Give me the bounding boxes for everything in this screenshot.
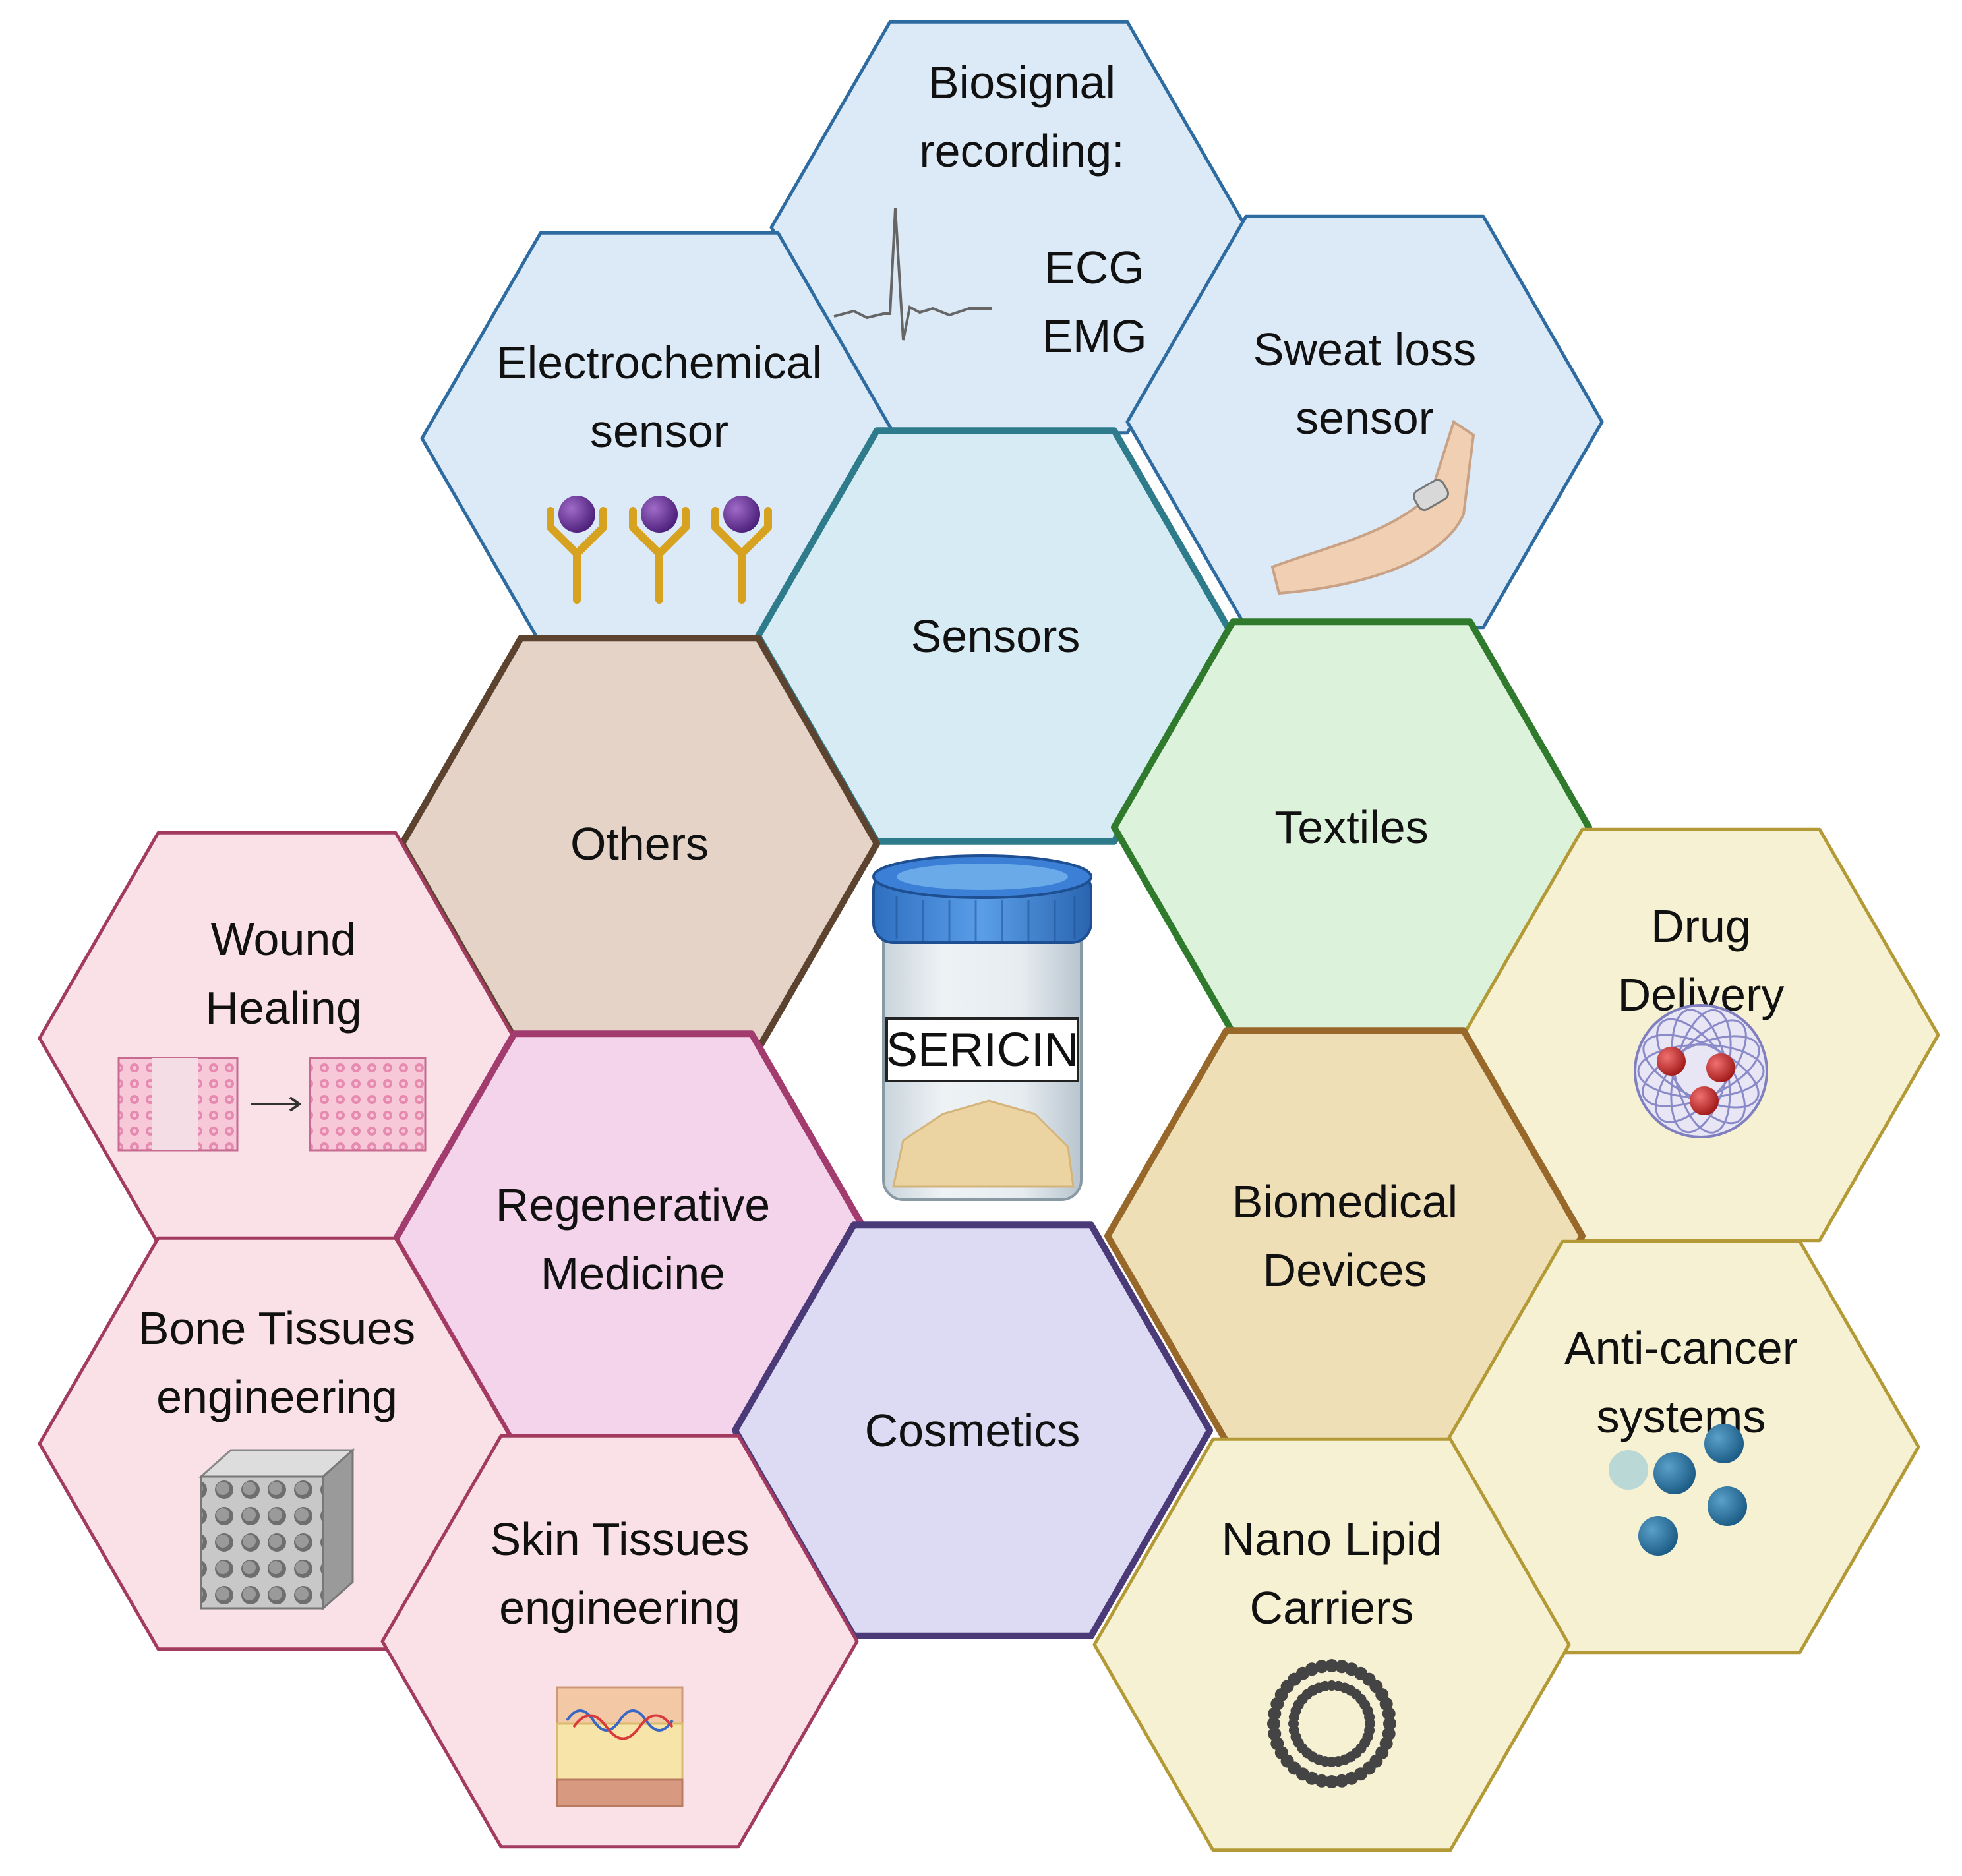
wound-healing-icon: [117, 1057, 427, 1152]
hex-label-line: Cosmetics: [865, 1405, 1081, 1456]
hex-label-line: Others: [570, 818, 709, 869]
antibody-icon: [547, 496, 607, 604]
antibody-icon: [547, 496, 772, 604]
hex-shape: [380, 1434, 859, 1849]
hex-label-line: Healing: [205, 982, 361, 1034]
hex-label-line: Carriers: [1250, 1582, 1414, 1633]
hex-label-line: Drug: [1651, 900, 1751, 952]
hex-label-line: Regenerative: [496, 1179, 770, 1231]
hex-shape: [769, 20, 1248, 435]
ecg-waveform-icon: [833, 208, 992, 341]
hex-label-line: sensor: [1295, 392, 1434, 444]
hex-others: Others: [399, 635, 880, 1053]
hex-label-line: Biosignal: [928, 57, 1115, 108]
sericin-jar: SERICIN: [872, 854, 1092, 1201]
hex-shape: [1125, 214, 1604, 630]
skin-layers-icon: [556, 1686, 684, 1807]
hex-biosignal-recording: Biosignal recording: ECG EMG: [769, 20, 1248, 435]
sericin-label: SERICIN: [886, 1024, 1079, 1076]
hex-label-line: Devices: [1263, 1245, 1427, 1296]
hex-label-line: recording:: [919, 125, 1124, 177]
hex-label-line: engineering: [499, 1582, 740, 1633]
nanoparticle-icon: [1634, 1004, 1768, 1138]
hex-shape: [1092, 1437, 1571, 1852]
hex-label-line: Nano Lipid: [1222, 1513, 1442, 1565]
hex-label-line: Biomedical: [1232, 1176, 1458, 1227]
hex-label-line: sensor: [590, 405, 728, 457]
hex-label-line: Bone Tissues: [138, 1303, 415, 1354]
hex-label-line: engineering: [156, 1371, 398, 1422]
particles-icon: [1609, 1424, 1747, 1556]
antibody-icon: [629, 496, 690, 604]
hex-label-line: Anti-cancer: [1564, 1322, 1798, 1374]
hex-label-line: Skin Tissues: [490, 1513, 750, 1565]
liposome-icon: [1267, 1659, 1396, 1788]
hex-cosmetics: Cosmetics: [732, 1221, 1213, 1639]
signal-type-label: ECG: [1044, 242, 1144, 293]
hex-label-line: Textiles: [1274, 802, 1428, 853]
hexagon-layer: Biosignal recording: ECG EMG Electrochemical…: [38, 20, 1940, 1852]
signal-type-label: EMG: [1042, 310, 1146, 362]
hex-label-line: Sweat loss: [1253, 324, 1476, 375]
hex-bone-tissues-engineering: Bone Tissues engineering: [38, 1236, 516, 1651]
hex-label-line: Wound: [211, 914, 357, 965]
hex-label-line: Sensors: [911, 610, 1081, 662]
hex-skin-tissues-engineering: Skin Tissues engineering: [380, 1434, 859, 1849]
arm-patch-icon: [1270, 419, 1475, 595]
bone-scaffold-icon: [198, 1448, 355, 1611]
hex-label-line: Medicine: [541, 1248, 725, 1299]
hex-sensors: Sensors: [755, 427, 1236, 845]
hex-label-line: Electrochemical: [496, 337, 822, 388]
hex-shape: [732, 1221, 1213, 1639]
hex-sweat-loss-sensor: Sweat loss sensor: [1125, 214, 1604, 630]
antibody-icon: [711, 496, 772, 604]
